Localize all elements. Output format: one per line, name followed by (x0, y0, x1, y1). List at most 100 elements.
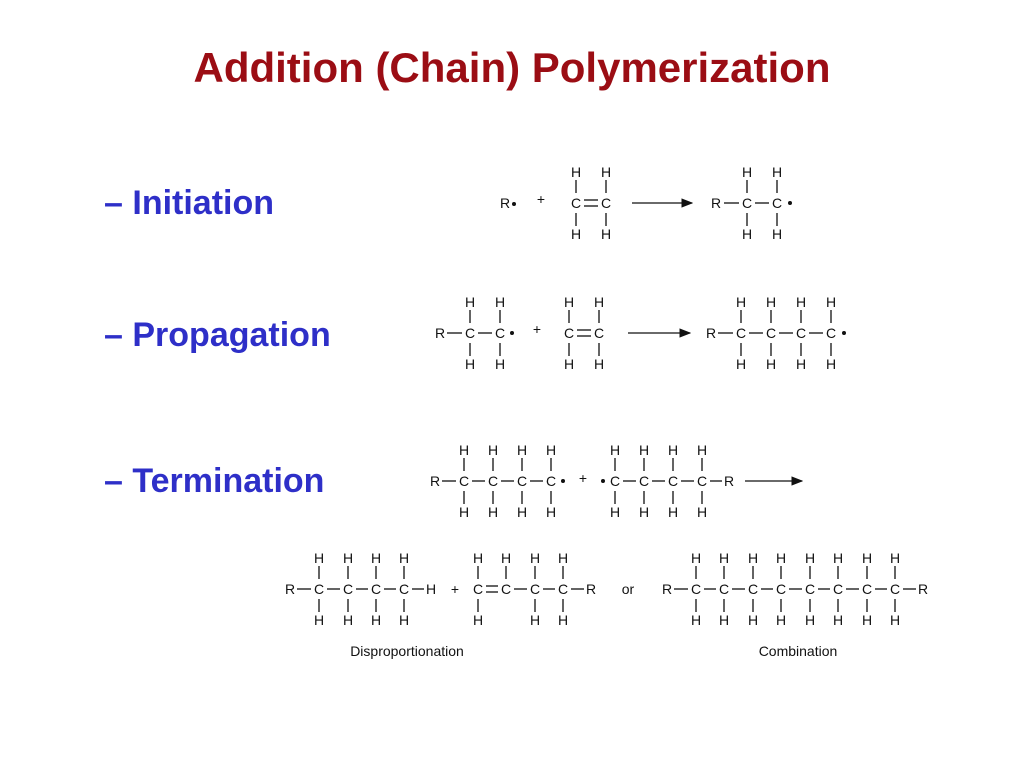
hydrogen-atom-label: H (495, 294, 505, 310)
hydrogen-atom-label: H (571, 164, 581, 180)
end-group-label: R (586, 581, 596, 597)
radical-dot-icon (512, 202, 516, 206)
carbon-atom-label: C (719, 581, 729, 597)
r-group-label: R (706, 325, 716, 341)
hydrogen-atom-label: H (748, 550, 758, 566)
termination-outcomes (297, 566, 916, 612)
bullet-termination: – Termination (104, 462, 324, 501)
carbon-atom-label: C (594, 325, 604, 341)
hydrogen-atom-label: H (473, 612, 483, 628)
hydrogen-atom-label: H (399, 612, 409, 628)
hydrogen-atom-label: H (719, 612, 729, 628)
r-group-label: R (711, 195, 721, 211)
carbon-atom-label: C (697, 473, 707, 489)
carbon-atom-label: C (890, 581, 900, 597)
hydrogen-atom-label: H (564, 356, 574, 372)
bullet-label: Termination (132, 462, 325, 500)
carbon-atom-label: C (772, 195, 782, 211)
carbon-atom-label: C (805, 581, 815, 597)
hydrogen-atom-label: H (399, 550, 409, 566)
hydrogen-atom-label: H (639, 442, 649, 458)
carbon-atom-label: C (742, 195, 752, 211)
end-group-label: H (426, 581, 436, 597)
hydrogen-atom-label: H (826, 294, 836, 310)
termination-plus: + (579, 470, 587, 486)
carbon-atom-label: C (495, 325, 505, 341)
hydrogen-atom-label: H (459, 504, 469, 520)
initiation-radical-label: R (500, 195, 510, 211)
propagation-reaction (447, 310, 832, 356)
hydrogen-atom-label: H (742, 226, 752, 242)
hydrogen-atom-label: H (776, 612, 786, 628)
hydrogen-atom-label: H (776, 550, 786, 566)
bullet-dash: – (104, 184, 123, 222)
hydrogen-atom-label: H (805, 550, 815, 566)
carbon-atom-label: C (558, 581, 568, 597)
bullet-initiation: – Initiation (104, 184, 274, 223)
carbon-atom-label: C (668, 473, 678, 489)
outcomes-plus: + (451, 581, 459, 597)
initiation-plus: + (537, 191, 545, 207)
carbon-atom-label: C (571, 195, 581, 211)
combination-label: Combination (759, 643, 838, 659)
hydrogen-atom-label: H (314, 612, 324, 628)
hydrogen-atom-label: H (558, 612, 568, 628)
hydrogen-atom-label: H (601, 164, 611, 180)
hydrogen-atom-label: H (668, 442, 678, 458)
hydrogen-atom-label: H (546, 504, 556, 520)
slide-title: Addition (Chain) Polymerization (193, 44, 831, 91)
carbon-atom-label: C (601, 195, 611, 211)
hydrogen-atom-label: H (719, 550, 729, 566)
hydrogen-atom-label: H (890, 612, 900, 628)
hydrogen-atom-label: H (862, 612, 872, 628)
hydrogen-atom-label: H (594, 294, 604, 310)
carbon-atom-label: C (399, 581, 409, 597)
hydrogen-atom-label: H (736, 294, 746, 310)
hydrogen-atom-label: H (601, 226, 611, 242)
hydrogen-atom-label: H (459, 442, 469, 458)
hydrogen-atom-label: H (517, 442, 527, 458)
carbon-atom-label: C (862, 581, 872, 597)
hydrogen-atom-label: H (697, 442, 707, 458)
hydrogen-atom-label: H (495, 356, 505, 372)
carbon-atom-label: C (546, 473, 556, 489)
hydrogen-atom-label: H (594, 356, 604, 372)
bullet-dash: – (104, 462, 123, 500)
hydrogen-atom-label: H (546, 442, 556, 458)
hydrogen-atom-label: H (343, 550, 353, 566)
carbon-atom-label: C (501, 581, 511, 597)
carbon-atom-label: C (564, 325, 574, 341)
hydrogen-atom-label: H (639, 504, 649, 520)
carbon-atom-label: C (776, 581, 786, 597)
hydrogen-atom-label: H (564, 294, 574, 310)
hydrogen-atom-label: H (668, 504, 678, 520)
hydrogen-atom-label: H (314, 550, 324, 566)
carbon-atom-label: C (517, 473, 527, 489)
hydrogen-atom-label: H (558, 550, 568, 566)
hydrogen-atom-label: H (833, 612, 843, 628)
end-group-label: R (724, 473, 734, 489)
hydrogen-atom-label: H (833, 550, 843, 566)
hydrogen-atom-label: H (517, 504, 527, 520)
hydrogen-atom-label: H (697, 504, 707, 520)
hydrogen-atom-label: H (610, 504, 620, 520)
r-group-label: R (662, 581, 672, 597)
carbon-atom-label: C (748, 581, 758, 597)
hydrogen-atom-label: H (766, 294, 776, 310)
carbon-atom-label: C (736, 325, 746, 341)
r-group-label: R (285, 581, 295, 597)
hydrogen-atom-label: H (826, 356, 836, 372)
hydrogen-atom-label: H (772, 226, 782, 242)
hydrogen-atom-label: H (742, 164, 752, 180)
hydrogen-atom-label: H (736, 356, 746, 372)
carbon-atom-label: C (488, 473, 498, 489)
hydrogen-atom-label: H (371, 612, 381, 628)
hydrogen-atom-label: H (890, 550, 900, 566)
hydrogen-atom-label: H (488, 442, 498, 458)
bullet-label: Initiation (132, 184, 275, 222)
hydrogen-atom-label: H (691, 612, 701, 628)
carbon-atom-label: C (459, 473, 469, 489)
hydrogen-atom-label: H (343, 612, 353, 628)
hydrogen-atom-label: H (465, 356, 475, 372)
hydrogen-atom-label: H (530, 612, 540, 628)
